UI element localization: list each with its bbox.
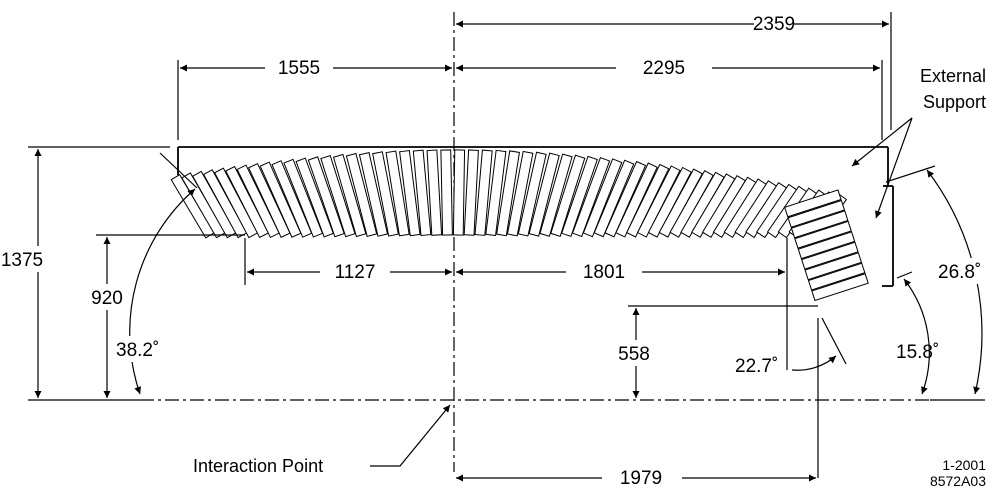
barrel-crystal (485, 149, 507, 237)
barrel-crystal (307, 156, 345, 238)
barrel-crystal (463, 149, 479, 236)
barrel-crystal (506, 150, 534, 237)
barrel-crystal (452, 149, 466, 236)
endcap-crystal (811, 273, 869, 302)
barrel-crystal (271, 160, 313, 238)
barrel-crystal (332, 153, 367, 238)
crystal-barrel (170, 149, 848, 239)
barrel-crystal (247, 162, 291, 238)
barrel-crystal (385, 150, 410, 237)
extension-lines (28, 12, 985, 478)
external-support-label-line2: Support (923, 92, 986, 112)
barrel-crystal (283, 158, 324, 238)
barrel-crystal (236, 164, 280, 239)
barrel-crystal (550, 154, 586, 237)
dim-1979-label: 1979 (620, 468, 662, 489)
dim-920-label: 920 (91, 288, 123, 309)
dimension-lines (34, 20, 889, 482)
dim-558-label: 558 (618, 344, 650, 365)
barrel-crystal (571, 156, 611, 238)
barrel-crystal (561, 155, 598, 238)
endcap-crystal (801, 241, 859, 270)
angle-38-2-label: 38.2˚ (116, 340, 159, 361)
barrel-crystal (604, 160, 647, 238)
dim-1555-label: 1555 (278, 58, 320, 79)
barrel-crystal (412, 149, 432, 237)
dim-1801-label: 1801 (583, 262, 625, 283)
angle-22-7-label: 22.7˚ (735, 356, 778, 377)
dim-2359-label: 2359 (753, 14, 795, 35)
endcap-crystal (797, 231, 856, 260)
endcap-crystal (807, 262, 866, 291)
dim-2295-label: 2295 (643, 58, 685, 79)
barrel-crystal (593, 159, 635, 238)
barrel-crystal (426, 149, 443, 236)
barrel-crystal (358, 151, 389, 237)
barrel-crystal (440, 149, 453, 236)
figure-code-line2: 8572A03 (930, 473, 986, 489)
angle-26-8-label: 26.8˚ (938, 262, 981, 283)
barrel-crystal (372, 151, 399, 237)
external-support-label-line1: External (920, 66, 986, 86)
barrel-crystal (496, 150, 520, 237)
barrel-crystal (225, 165, 269, 239)
endcap-crystal (784, 189, 842, 218)
leader-arrows (370, 117, 913, 467)
barrel-crystal (528, 152, 560, 237)
endcap-crystal (790, 210, 849, 239)
dim-1127-label: 1127 (335, 262, 376, 283)
barrel-crystal (539, 153, 573, 237)
barrel-crystal (320, 154, 356, 238)
barrel-crystal (474, 149, 493, 236)
barrel-crystal (399, 149, 421, 237)
angle-15-8-label: 15.8˚ (896, 342, 939, 363)
endcap-crystal (794, 220, 852, 249)
barrel-crystal (517, 151, 547, 237)
barrel-crystal (295, 157, 334, 238)
endcap-crystal (804, 252, 863, 281)
barrel-crystal (259, 161, 302, 238)
endcap-crystal (787, 199, 846, 228)
interaction-point-label: Interaction Point (193, 456, 323, 476)
barrel-crystal (582, 158, 623, 238)
dim-1375-label: 1375 (1, 250, 43, 271)
barrel-crystal (615, 162, 658, 238)
barrel-crystal (345, 152, 378, 237)
figure-code-line1: 1-2001 (942, 457, 986, 473)
crystal-endcap (784, 189, 869, 302)
